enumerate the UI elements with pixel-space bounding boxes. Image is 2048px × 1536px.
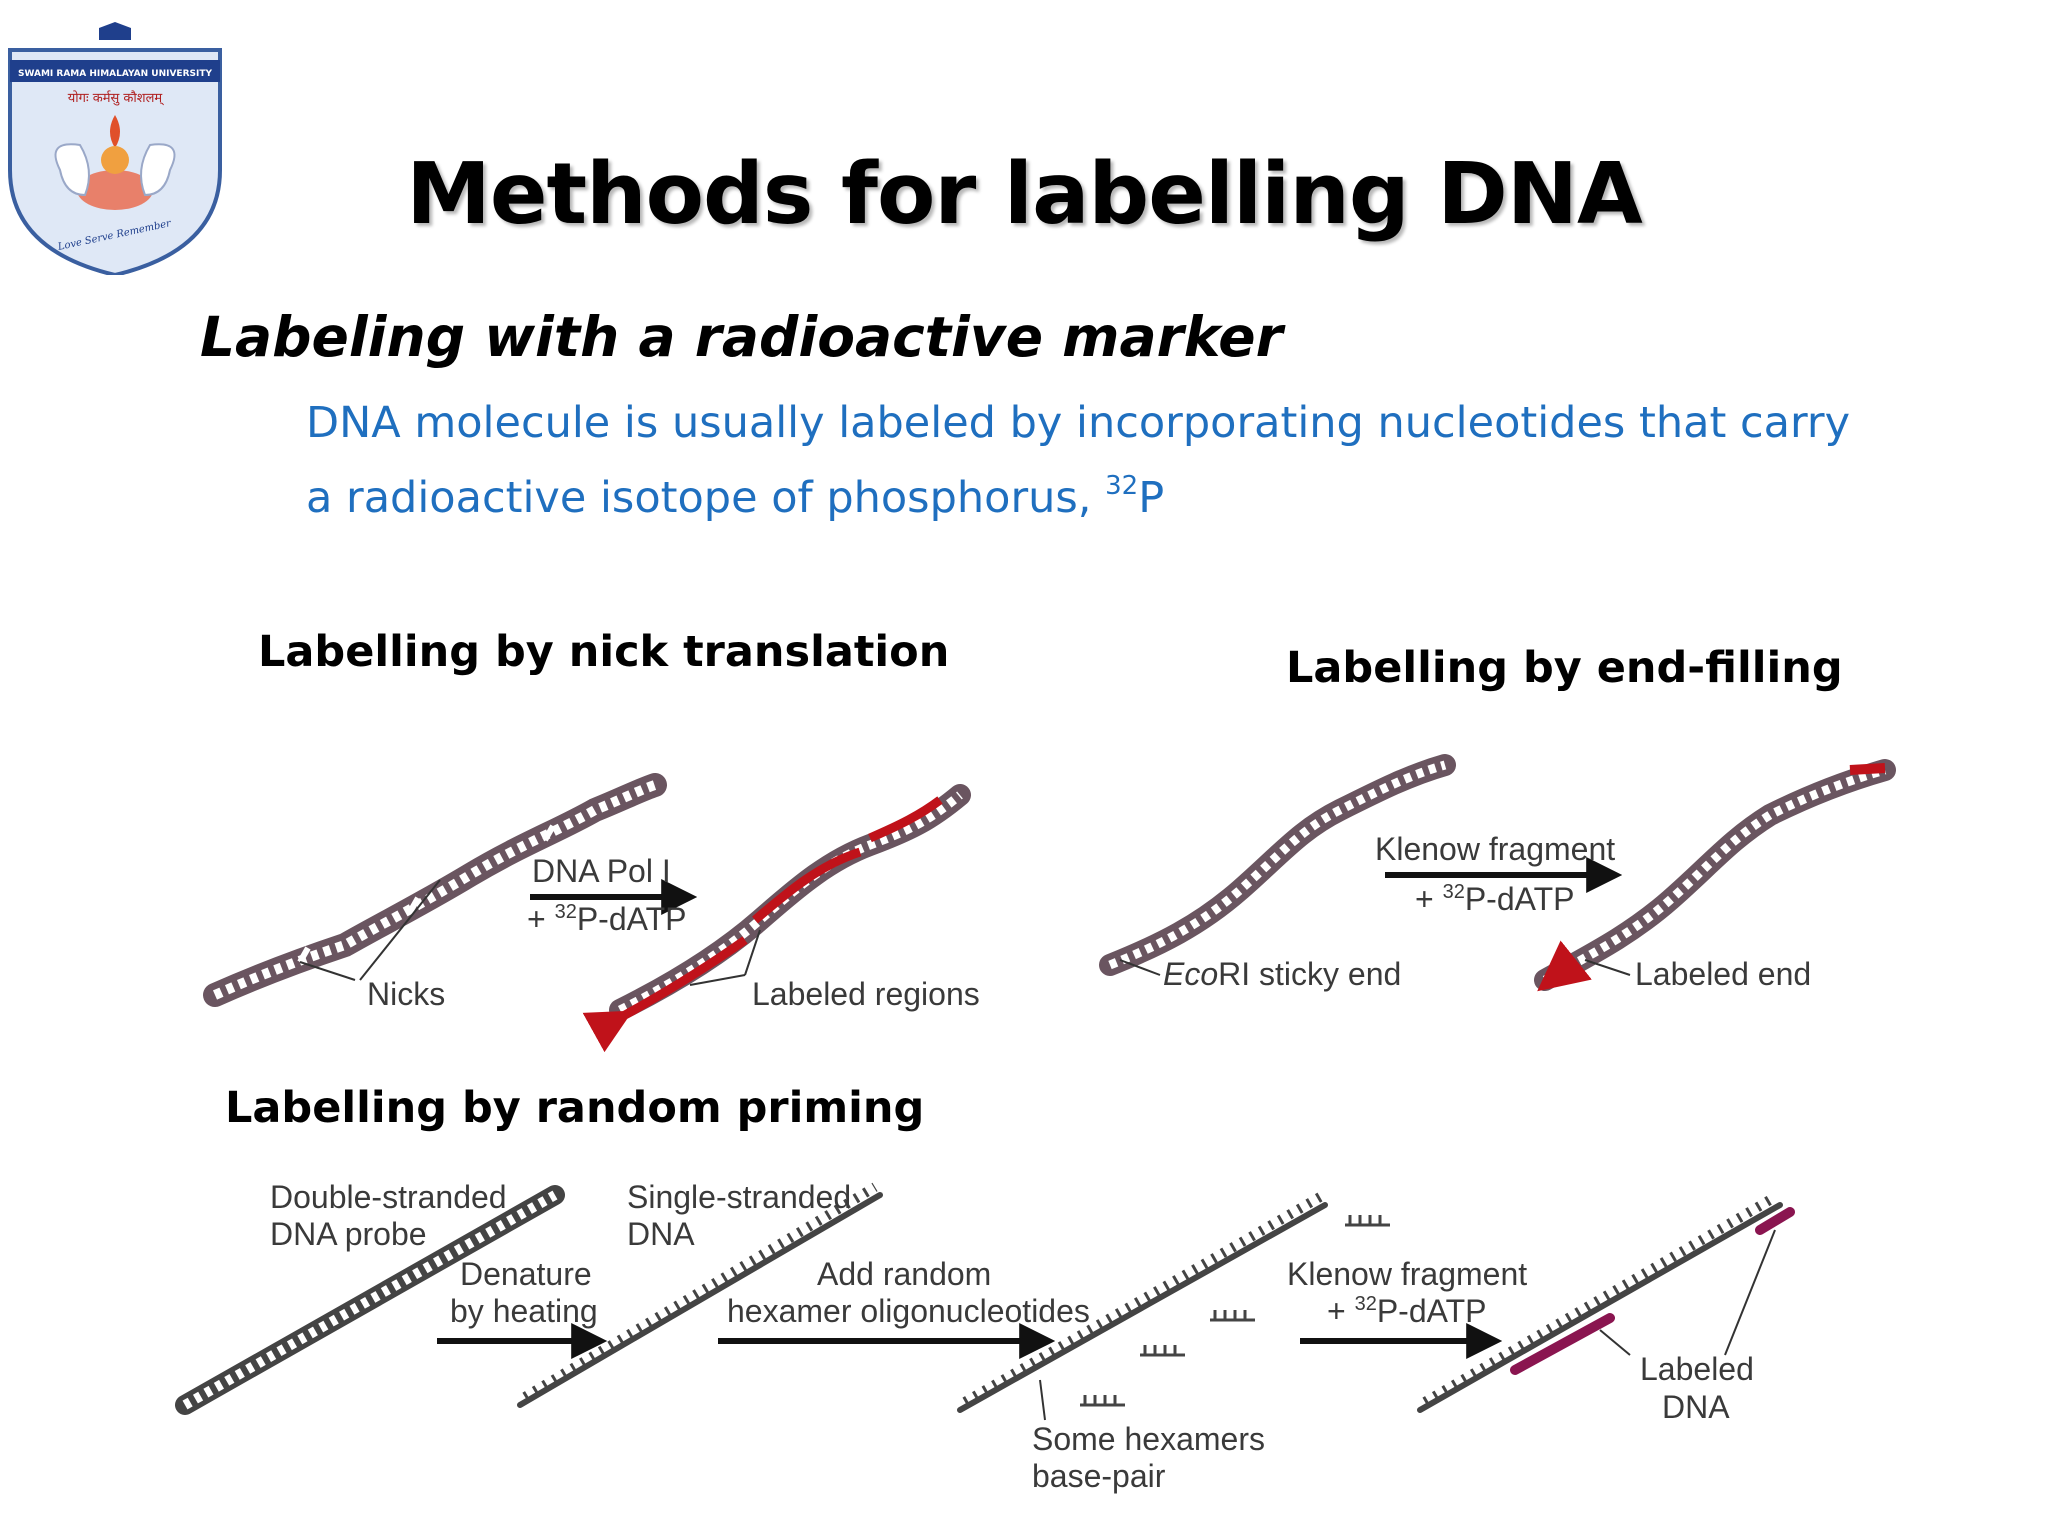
labeled-dna-label-2: DNA <box>1662 1389 1730 1425</box>
labeled-region-3 <box>868 796 943 843</box>
nicked-dna <box>203 773 667 1007</box>
labeled-end-mark-right <box>1849 763 1886 775</box>
labeled-region-2 <box>752 847 862 924</box>
denature-label-2: by heating <box>450 1293 598 1329</box>
body-text: DNA molecule is usually labeled by incor… <box>306 392 1850 530</box>
university-logo: SWAMI RAMA HIMALAYAN UNIVERSITY योगः कर्… <box>8 22 222 275</box>
labeled-segment-2 <box>1755 1207 1795 1235</box>
end-reagent-2: + 32P-dATP <box>1415 881 1574 917</box>
section-end-filling: Labelling by end-filling <box>1286 643 1843 693</box>
denature-label-1: Denature <box>460 1256 592 1292</box>
nick-reagent-1: DNA Pol I <box>532 853 671 889</box>
single-stranded-dna <box>517 1182 883 1408</box>
ecori-dna <box>1099 754 1456 976</box>
section-random-priming: Labelling by random priming <box>225 1083 925 1133</box>
random-labeled-dna <box>1417 1192 1795 1413</box>
add-label-2: hexamer oligonucleotides <box>727 1293 1090 1329</box>
slide-title: Methods for labelling DNA <box>406 145 1643 244</box>
nicks-label: Nicks <box>367 976 445 1012</box>
labeled-dna-label-1: Labeled <box>1640 1351 1754 1387</box>
slide-subtitle: Labeling with a radioactive marker <box>200 305 1283 369</box>
labeled-end-mark-left <box>1537 940 1592 992</box>
nick-reagent-2: + 32P-dATP <box>527 901 686 937</box>
section-nick-translation: Labelling by nick translation <box>258 627 950 677</box>
klenow-label-1: Klenow fragment <box>1287 1256 1527 1292</box>
labeled-region-1 <box>582 936 748 1053</box>
hexamer-icons <box>1080 1215 1390 1407</box>
primed-single-strand <box>957 1192 1328 1413</box>
labeled-dna <box>582 784 971 1053</box>
ecori-label: EcoRI sticky end <box>1163 956 1401 992</box>
ss-label-2: DNA <box>627 1216 695 1252</box>
nick-translation-diagram: Nicks DNA Pol I + 32P-dATP Labeled regio… <box>203 773 980 1053</box>
body-line-1: DNA molecule is usually labeled by incor… <box>306 398 1851 448</box>
some-hexamers-label-1: Some hexamers <box>1032 1421 1265 1457</box>
ss-label-1: Single-stranded <box>627 1179 851 1215</box>
end-labeled-dna <box>1534 759 1896 992</box>
end-reagent-1: Klenow fragment <box>1375 831 1615 867</box>
double-stranded-probe <box>175 1185 565 1415</box>
add-label-1: Add random <box>817 1256 991 1292</box>
svg-text:योगः कर्मसु कौशलम्: योगः कर्मसु कौशलम् <box>68 90 164 106</box>
probe-label-1: Double-stranded <box>270 1179 507 1215</box>
labeled-segment-1 <box>1510 1313 1615 1375</box>
some-hexamers-label-2: base-pair <box>1032 1458 1166 1494</box>
end-filling-diagram: EcoRI sticky end Klenow fragment + 32P-d… <box>1099 754 1896 992</box>
labeled-end-label: Labeled end <box>1635 956 1811 992</box>
lotus-flame-icon <box>54 115 176 210</box>
svg-text:SWAMI RAMA HIMALAYAN UNIVERSIT: SWAMI RAMA HIMALAYAN UNIVERSITY <box>18 69 212 79</box>
isotope-superscript: 32 <box>1105 471 1139 501</box>
random-priming-diagram: Double-stranded DNA probe Denature by he… <box>175 1179 1795 1494</box>
body-line-2: a radioactive isotope of phosphorus, 32P <box>306 471 1165 523</box>
probe-label-2: DNA probe <box>270 1216 427 1252</box>
klenow-label-2: + 32P-dATP <box>1327 1293 1486 1329</box>
labeled-regions-label: Labeled regions <box>752 976 980 1012</box>
